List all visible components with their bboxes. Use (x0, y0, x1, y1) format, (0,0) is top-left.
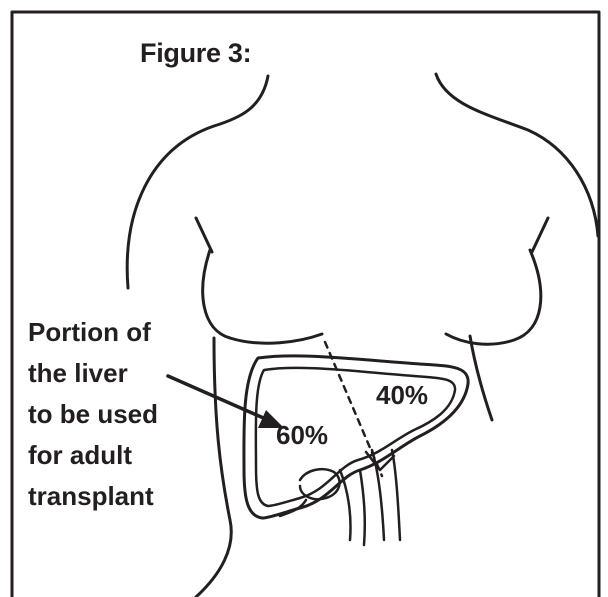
callout-line: transplant (28, 476, 158, 517)
callout-line: for adult (28, 435, 158, 476)
right-breast-outline (446, 250, 541, 344)
gallbladder-outline (300, 469, 340, 499)
callout-line: Portion of (28, 312, 158, 353)
left-shoulder-outline (127, 76, 268, 288)
callout-text: Portion of the liver to be used for adul… (28, 312, 158, 517)
portal-vein-outline (340, 470, 365, 545)
left-armpit-line (196, 218, 212, 252)
right-portion-percent: 40% (376, 380, 428, 411)
callout-arrow-line (168, 376, 268, 420)
division-dashed-line (325, 342, 382, 476)
right-body-outline (470, 336, 492, 420)
callout-line: the liver (28, 353, 158, 394)
callout-line: to be used (28, 394, 158, 435)
right-shoulder-outline (436, 74, 598, 236)
left-breast-outline (203, 250, 322, 343)
figure-title: Figure 3: (140, 38, 251, 69)
vessel-right-wall (392, 450, 400, 540)
left-portion-percent: 60% (276, 420, 328, 451)
left-body-outline (196, 338, 231, 597)
right-armpit-line (532, 218, 548, 252)
